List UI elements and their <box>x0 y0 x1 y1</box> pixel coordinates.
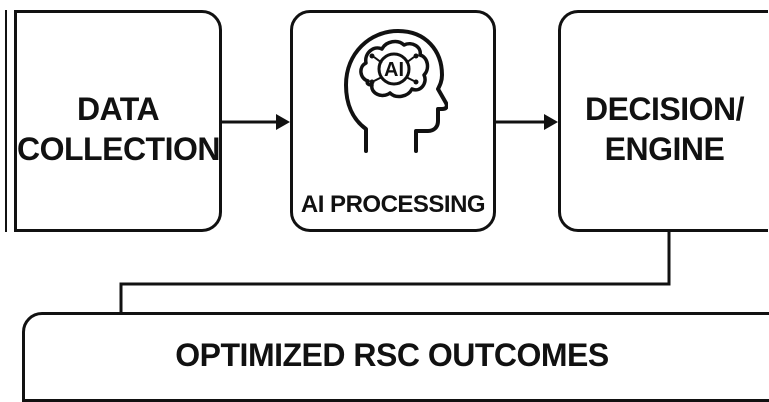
data-collection-label-line2: COLLECTION <box>17 131 220 167</box>
circuit-line <box>373 56 383 64</box>
data-collection-label-line1: DATA <box>76 91 160 127</box>
decision-engine-label-line1: DECISION/ <box>584 91 745 127</box>
outcomes-box: OPTIMIZED RSC OUTCOMES <box>22 312 769 402</box>
circuit-line <box>373 76 383 82</box>
circuit-node <box>413 53 419 59</box>
outcomes-label: OPTIMIZED RSC OUTCOMES <box>175 337 609 373</box>
circuit-line <box>405 76 415 82</box>
circuit-line <box>405 56 415 64</box>
diagram-connectors <box>5 10 671 312</box>
ai-processing-box: AI AI PROCESSING <box>290 10 496 232</box>
circuit-node <box>369 79 375 85</box>
data-collection-label: DATA COLLECTION <box>17 89 220 169</box>
ai-chip-circle <box>377 52 411 86</box>
ai-processing-label: AI PROCESSING <box>300 191 486 218</box>
ai-head-icon: AI <box>344 29 448 153</box>
circuit-node <box>369 53 375 59</box>
decision-engine-box: DECISION/ ENGINE <box>558 10 768 232</box>
circuit-node <box>413 79 419 85</box>
brain-outline <box>359 39 430 99</box>
arrowhead-collection-to-processing <box>276 114 290 130</box>
data-collection-box: DATA COLLECTION <box>14 10 222 232</box>
head-outline <box>344 29 448 153</box>
arrowhead-processing-to-decision <box>544 114 558 130</box>
connector-decision-to-outcomes <box>119 232 671 312</box>
decision-engine-label-line2: ENGINE <box>604 131 725 167</box>
ai-icon-text: AI <box>384 59 404 81</box>
decision-engine-label: DECISION/ ENGINE <box>561 89 768 169</box>
